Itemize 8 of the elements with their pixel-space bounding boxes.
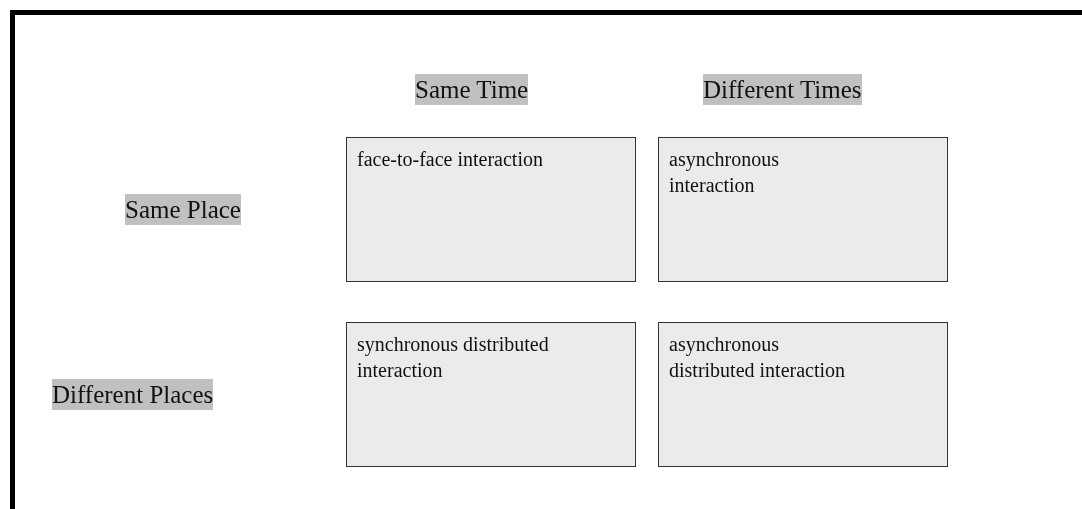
category-box: asynchronous interaction [658, 137, 948, 282]
axis-heading: Different Times [703, 74, 862, 105]
axis-heading: Different Places [52, 379, 214, 410]
category-box: synchronous distributed interaction [346, 322, 636, 467]
category-box: asynchronous distributed interaction [658, 322, 948, 467]
axis-heading: Same Time [415, 74, 529, 105]
axis-heading: Same Place [125, 194, 241, 225]
category-box: face-to-face interaction [346, 137, 636, 282]
